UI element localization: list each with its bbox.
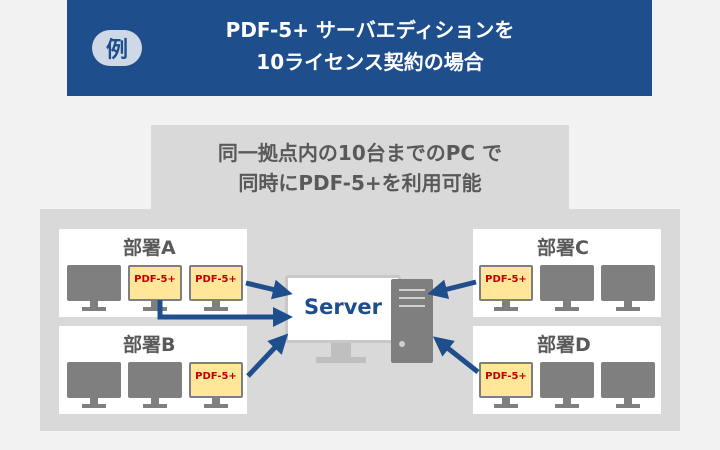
pc-icon [540,362,594,410]
department-d-box: 部署D PDF-5+ [473,326,661,414]
server-label: Server [303,295,382,319]
scope-caption-line2: 同時にPDF-5+を利用可能 [238,171,482,195]
scope-tab [151,125,569,209]
title-banner [67,0,652,96]
pdf-label: PDF-5+ [195,274,237,285]
arrow-a-lower [157,300,293,327]
department-a-label: 部署A [123,237,176,259]
pdf-label: PDF-5+ [134,274,176,285]
pc-licensed-icon: PDF-5+ [128,265,182,313]
example-badge: 例 [92,30,142,66]
pdf-label: PDF-5+ [195,371,237,382]
department-d-label: 部署D [537,334,591,356]
pdf-label: PDF-5+ [485,371,527,382]
arrow-b [246,333,289,378]
pc-icon [67,362,121,410]
scope-caption-line1: 同一拠点内の10台までのPC で [217,141,503,165]
pc-icon [540,265,594,313]
pc-icon [601,362,655,410]
pc-licensed-icon: PDF-5+ [189,265,243,313]
pc-icon [601,265,655,313]
department-b-box: 部署B PDF-5+ [59,326,247,414]
server-stand [331,343,351,357]
banner-title-line1: PDF-5+ サーバエディションを [225,18,515,42]
pc-licensed-icon: PDF-5+ [479,362,533,410]
pc-licensed-icon: PDF-5+ [479,265,533,313]
server-tower-icon [391,279,433,363]
arrow-a-upper [245,279,293,300]
arrow-d [432,336,480,374]
department-c-label: 部署C [537,237,589,259]
department-a-box: 部署A PDF-5+ PDF-5+ [59,229,247,317]
banner-title-line2: 10ライセンス契約の場合 [256,50,484,74]
pc-icon [128,362,182,410]
banner-title: PDF-5+ サーバエディションを 10ライセンス契約の場合 [160,14,580,78]
server-base [316,357,366,363]
arrow-c [427,279,477,300]
scope-caption: 同一拠点内の10台までのPC で 同時にPDF-5+を利用可能 [151,138,569,198]
pdf-label: PDF-5+ [485,274,527,285]
department-c-box: 部署C PDF-5+ [473,229,661,317]
pc-licensed-icon: PDF-5+ [189,362,243,410]
department-b-label: 部署B [123,334,176,356]
pc-icon [67,265,121,313]
